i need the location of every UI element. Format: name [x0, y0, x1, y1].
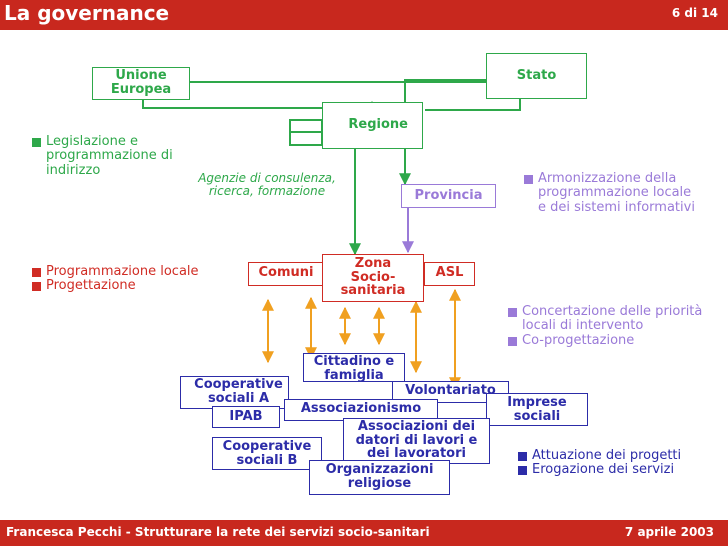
bullet-attuazione: Attuazione dei progetti — [516, 448, 716, 463]
bullet-legislazione: Legislazione e programmazione di indiriz… — [30, 134, 190, 178]
bullets-armonizzazione: Armonizzazione della programmazione loca… — [522, 171, 697, 215]
bullets-attuazione: Attuazione dei progetti Erogazione dei s… — [516, 448, 716, 478]
footer-date: 7 aprile 2003 — [624, 525, 714, 539]
agenzie-label: Agenzie di consulenza, ricerca, formazio… — [198, 171, 336, 198]
node-asl: ASL — [424, 262, 475, 286]
page-number: 6 di 14 — [671, 6, 718, 20]
connector-stato-comuni — [425, 98, 521, 111]
bullet-erogazione: Erogazione dei servizi — [516, 462, 716, 477]
header-bar — [0, 0, 728, 30]
node-imprese-sociali: Imprese sociali — [486, 393, 588, 426]
node-zona-socio-sanitaria: Zona Socio- sanitaria — [322, 254, 424, 302]
node-provincia: Provincia — [401, 184, 496, 208]
bullet-co-progettazione: Co-progettazione — [506, 333, 716, 348]
footer-bar — [0, 520, 728, 546]
node-ipab: IPAB — [212, 406, 280, 428]
bullet-programmazione-locale: Programmazione locale — [30, 264, 230, 279]
node-cooperative-a: Cooperative sociali A — [180, 376, 289, 409]
node-associazionismo: Associazionismo — [284, 399, 438, 421]
page-title: La governance — [4, 1, 170, 25]
node-unione-europea: Unione Europea — [92, 67, 190, 100]
bullet-armonizzazione: Armonizzazione della programmazione loca… — [522, 171, 697, 215]
bullets-programmazione: Programmazione locale Progettazione — [30, 264, 230, 294]
node-regione: Regione — [322, 102, 423, 149]
node-stato: Stato — [486, 53, 587, 99]
footer-author: Francesca Pecchi - Strutturare la rete d… — [6, 525, 430, 539]
node-comuni: Comuni — [248, 262, 324, 286]
node-organizzazioni-religiose: Organizzazioni religiose — [309, 460, 450, 495]
node-cooperative-b: Cooperative sociali B — [212, 437, 322, 470]
node-associazioni-datori: Associazioni dei datori di lavori e dei … — [343, 418, 490, 464]
bullet-concertazione: Concertazione delle priorità locali di i… — [506, 304, 716, 334]
bullet-progettazione: Progettazione — [30, 278, 230, 293]
bullets-legislazione: Legislazione e programmazione di indiriz… — [30, 134, 190, 178]
node-volontariato: Volontariato — [392, 381, 509, 403]
node-cittadino-famiglia: Cittadino e famiglia — [303, 353, 405, 382]
bullets-concertazione: Concertazione delle priorità locali di i… — [506, 304, 716, 348]
connector-stato-provincia — [399, 79, 486, 186]
